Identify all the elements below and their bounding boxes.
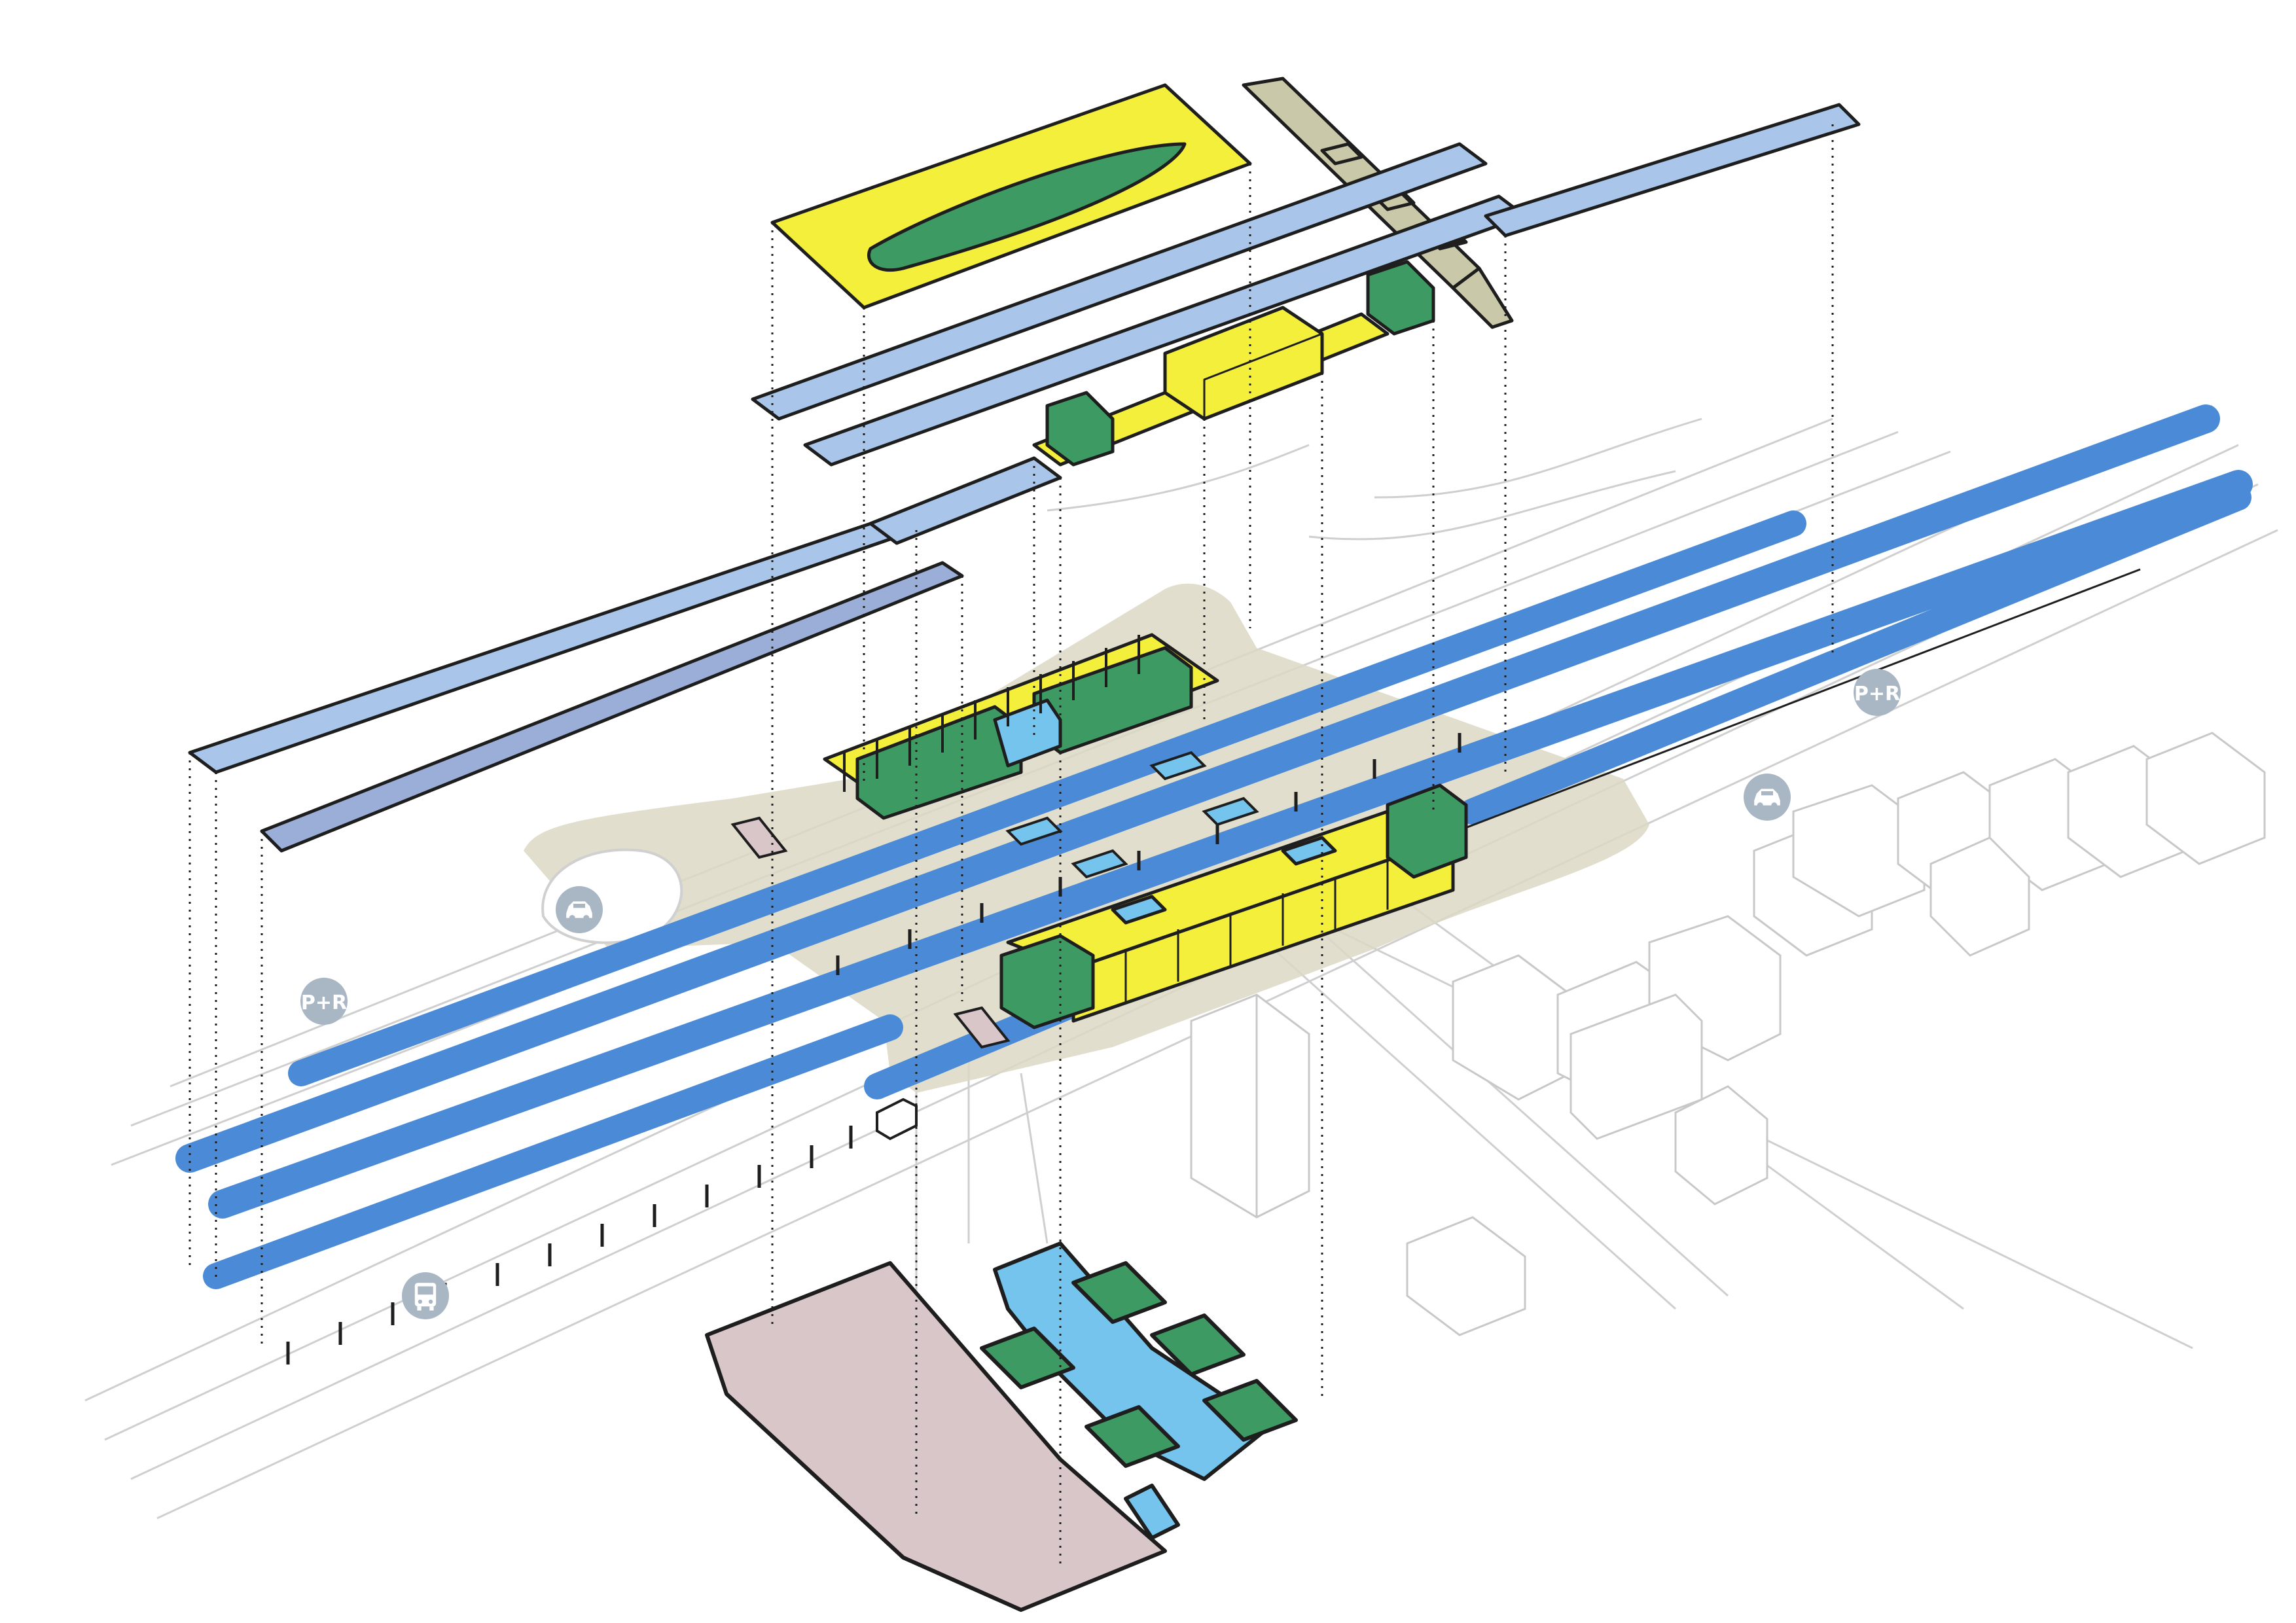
park-and-ride-badge-left: P+R [300,978,348,1025]
track-band-3 [203,1014,903,1289]
park-and-ride-label: P+R [1854,683,1900,705]
platform-roof-left-2 [869,456,1062,545]
context-building [2145,732,2266,865]
retail-unit-green [980,1327,1075,1389]
context-building [1674,1085,1768,1205]
station-skylight [1111,895,1167,925]
roof-plate-top [770,83,1252,310]
context-buildings [1190,732,2266,1336]
canopy-pavilion-green-left [855,705,1023,820]
track-rail-line [1439,568,2141,839]
track-band-2 [208,470,2253,1219]
platform-posts [286,733,1462,1364]
context-building [1406,1216,1526,1336]
track-bands [175,404,2253,1289]
platform-roof-upper-3 [1484,103,1861,238]
context-building [1929,836,2030,957]
context-building [1452,954,1572,1101]
connector-cyan [1124,1484,1180,1540]
car-icon [1744,774,1791,821]
car-icon [556,886,603,933]
context-building [1792,784,1926,918]
parking-slab-edge [725,1392,1022,1612]
park-and-ride-label: P+R [301,991,347,1014]
track-band-1 [175,404,2220,1173]
station-pavilion-left [999,934,1095,1029]
track-band-4 [288,510,1806,1086]
roof-skylight-green [867,142,1187,272]
platform-roof-upper-1 [751,142,1488,421]
projection-lines [188,124,1834,1564]
retail-unit-green [1150,1313,1246,1376]
canopy-posts [843,635,1140,792]
track-band-6 [1460,484,2251,825]
canopy-stair-blue [993,698,1062,768]
bus-shelter [876,1097,918,1141]
platform-stair-boxes [730,751,1259,1049]
upper-pavilion-green-left [1045,391,1115,467]
footbridge-ramp [1451,266,1514,329]
retail-unit-green [1202,1379,1298,1442]
bus-icon [402,1272,449,1319]
basement-level [705,1241,1298,1612]
context-building-tower [1190,993,1310,1219]
upper-pavilion-green-right [1366,260,1435,336]
platform-roofs-upper [751,103,1861,467]
retail-unit-green [1085,1405,1180,1468]
station-building-upper [1032,260,1435,467]
park-and-ride-badge-right: P+R [1854,669,1901,716]
station-building-ground [999,783,1468,1029]
canopy-structure-mid [823,633,1219,820]
station-pavilion-right [1386,783,1468,879]
retail-unit-green [1071,1261,1167,1324]
